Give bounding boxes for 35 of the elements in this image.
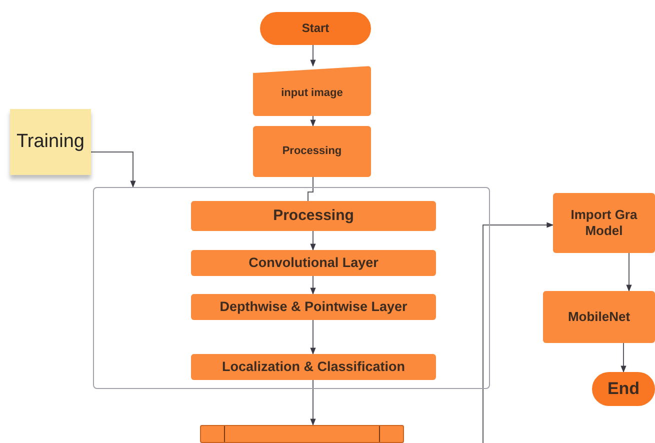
node-label: Localization & Classification	[222, 358, 406, 376]
process-box	[543, 291, 655, 343]
process-box	[191, 201, 436, 231]
connector-line	[308, 176, 314, 202]
arrow	[310, 230, 316, 251]
node-label: Processing	[282, 144, 342, 158]
node-label: Depthwise & Pointwise Layer	[220, 298, 408, 316]
terminal-shape	[592, 372, 655, 406]
arrow	[620, 342, 626, 373]
manual-input-shape	[253, 66, 371, 116]
arrow	[482, 222, 554, 443]
process-box	[191, 294, 436, 320]
node-label: Training	[16, 130, 84, 154]
node-label: End	[607, 378, 640, 400]
arrow	[310, 276, 316, 295]
sticky-note	[10, 109, 91, 175]
group-container	[93, 187, 490, 389]
arrow	[310, 380, 316, 426]
process-box	[191, 250, 436, 276]
predefined-process-box	[200, 425, 404, 443]
arrow	[626, 252, 632, 292]
arrow	[310, 116, 316, 127]
process-box	[553, 193, 655, 253]
node-label: Convolutional Layer	[248, 254, 378, 272]
arrow	[310, 44, 316, 67]
node-label: Import Gra Model	[570, 207, 638, 239]
arrow	[310, 320, 316, 355]
node-label: Start	[302, 21, 330, 36]
node-label: Processing	[273, 207, 354, 225]
node-label: MobileNet	[568, 309, 630, 325]
terminal-shape	[260, 12, 371, 45]
node-label: input image	[281, 87, 343, 101]
process-box	[191, 354, 436, 380]
process-box	[253, 126, 371, 177]
arrow	[90, 152, 136, 188]
